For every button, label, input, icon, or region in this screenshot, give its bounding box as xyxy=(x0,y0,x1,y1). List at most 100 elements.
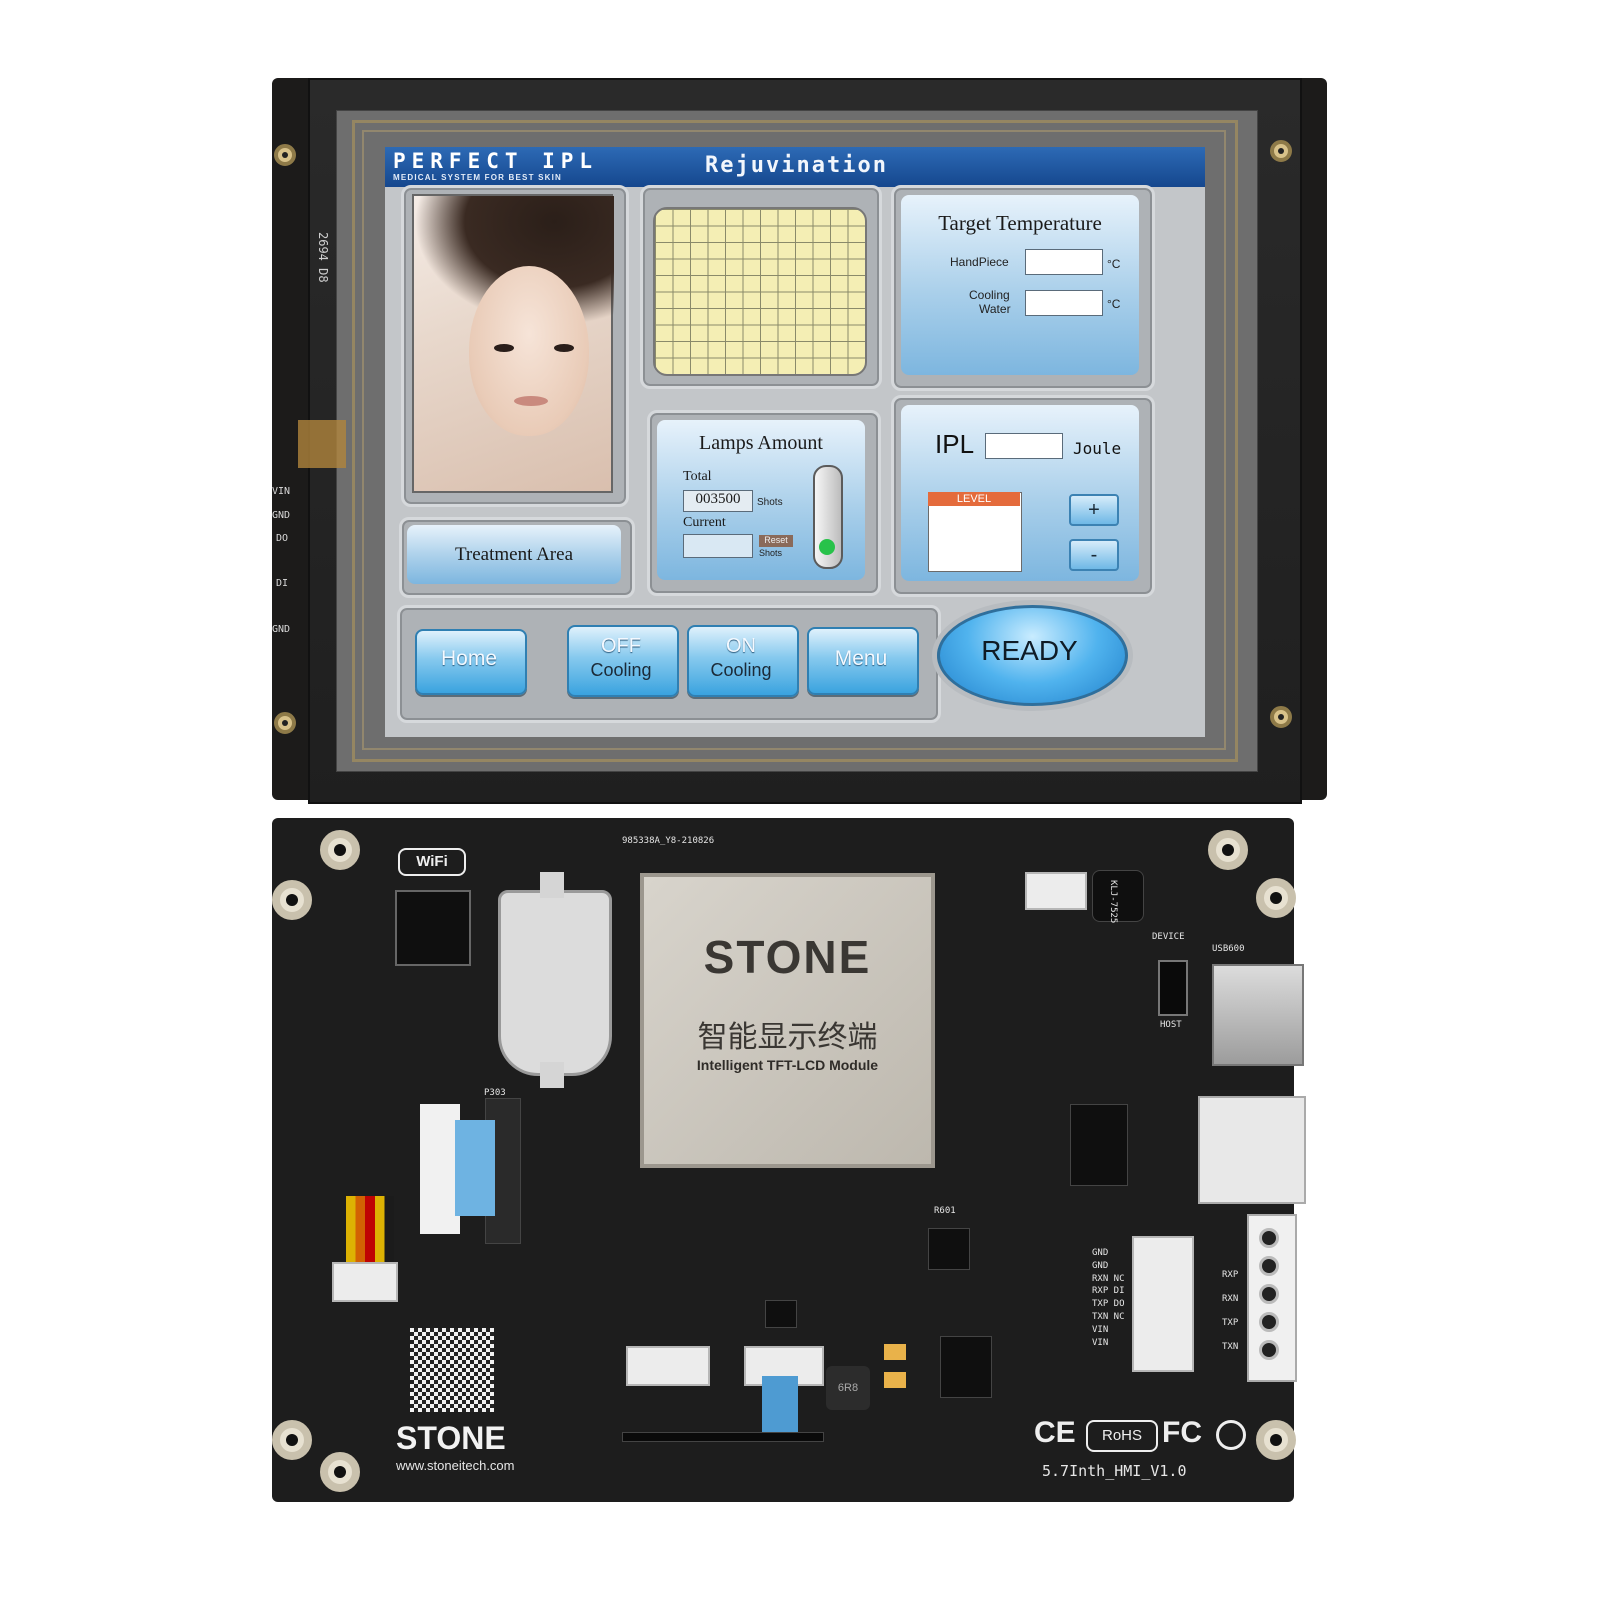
mounting-hole xyxy=(1270,706,1292,728)
lips xyxy=(514,396,548,406)
touch-flex-cable xyxy=(298,420,346,468)
water-label: Water xyxy=(979,302,1011,316)
cooling-water-temp-field[interactable] xyxy=(1025,290,1103,316)
chip-brand: STONE xyxy=(703,931,872,983)
cooling-label: Cooling xyxy=(969,288,1010,302)
flex-cable-blue xyxy=(762,1376,798,1438)
pin-label: GND xyxy=(1092,1260,1109,1271)
pcb-code: 985338A_Y8-210826 xyxy=(622,836,715,846)
reset-shots-label: Shots xyxy=(759,548,783,558)
pin-label: GND xyxy=(1092,1248,1109,1258)
slot xyxy=(622,1432,824,1442)
power-cable xyxy=(346,1196,394,1266)
total-label: Total xyxy=(683,469,712,484)
decrease-level-button[interactable]: - xyxy=(1069,539,1119,571)
power-connector[interactable] xyxy=(332,1262,398,1302)
on-cooling-button[interactable] xyxy=(687,625,799,697)
tantalum-capacitor xyxy=(884,1372,906,1388)
terminal-screw xyxy=(1259,1312,1279,1332)
flex-cable-stiffener xyxy=(455,1120,495,1216)
side-connector xyxy=(1198,1096,1306,1204)
home-button[interactable] xyxy=(415,629,527,695)
host-label: HOST xyxy=(1160,1020,1182,1030)
wifi-chip xyxy=(395,890,471,966)
lamps-title: Lamps Amount xyxy=(699,432,823,454)
board-website: www.stoneitech.com xyxy=(396,1458,515,1473)
ready-button-label: READY xyxy=(981,635,1078,666)
device-host-switch[interactable] xyxy=(1158,960,1188,1016)
header-title: Rejuvination xyxy=(705,153,888,178)
joule-unit: Joule xyxy=(1073,439,1122,458)
mounting-hole xyxy=(272,1420,312,1460)
ipl-joule-field[interactable] xyxy=(985,433,1063,459)
mounting-hole xyxy=(1208,830,1248,870)
target-temperature-title: Target Temperature xyxy=(938,211,1102,235)
off-cooling-button[interactable] xyxy=(567,625,679,697)
reset-button[interactable]: Reset xyxy=(759,535,793,547)
face xyxy=(469,266,589,436)
qr-code xyxy=(410,1328,494,1412)
battery-clip xyxy=(540,872,564,898)
pin-label: VIN xyxy=(1092,1324,1109,1335)
celsius-unit: °C xyxy=(1107,257,1121,271)
pin-label-do: DO xyxy=(276,533,289,544)
tantalum-capacitor xyxy=(884,1344,906,1360)
rohs-mark: RoHS xyxy=(1086,1420,1158,1452)
terminal-screw xyxy=(1259,1256,1279,1276)
pin-label: RXN NC xyxy=(1092,1273,1125,1284)
pin-label-vin: VIN xyxy=(272,486,291,497)
treatment-grid[interactable] xyxy=(653,207,867,376)
ipl-label: IPL xyxy=(935,429,975,459)
mounting-hole xyxy=(1256,878,1296,918)
pin-label-gnd: GND xyxy=(272,510,291,521)
pin-label-gnd-2: GND xyxy=(272,624,291,635)
chip-subtitle: Intelligent TFT-LCD Module xyxy=(696,1057,879,1073)
pin-label-rxn: RXN xyxy=(1222,1294,1239,1304)
screen-header xyxy=(385,147,1205,187)
temperature-panel-inner xyxy=(901,195,1139,375)
usb-port[interactable] xyxy=(1212,964,1304,1066)
ready-button[interactable] xyxy=(937,605,1128,706)
on-cooling-label-line2: Cooling xyxy=(710,660,772,680)
fcc-mark: FC xyxy=(1162,1416,1202,1449)
mounting-hole xyxy=(1256,1420,1296,1460)
terminal-screw xyxy=(1259,1284,1279,1304)
interface-chip xyxy=(1070,1104,1128,1186)
total-shots-value: 003500 xyxy=(683,490,753,512)
eye xyxy=(494,344,514,352)
header-connector xyxy=(1025,872,1087,910)
pin-label-rxp: RXP xyxy=(1222,1270,1239,1280)
header-brand-subtitle: MEDICAL SYSTEM FOR BEST SKIN xyxy=(393,173,563,182)
crystal-label: KLJ-7525 xyxy=(1108,880,1118,924)
header-brand: PERFECT IPL xyxy=(393,149,599,173)
mounting-hole xyxy=(320,1452,360,1492)
mounting-hole xyxy=(272,880,312,920)
off-cooling-label-line1: OFF xyxy=(601,635,641,657)
device-label: DEVICE xyxy=(1152,932,1185,942)
touch-panel-trace xyxy=(362,130,1226,750)
p303-label: P303 xyxy=(484,1088,506,1098)
board-model: 5.7Inth_HMI_V1.0 xyxy=(1042,1462,1187,1480)
small-ic xyxy=(928,1228,970,1270)
off-cooling-label-line2: Cooling xyxy=(590,660,652,680)
board-brand: STONE xyxy=(396,1420,506,1456)
mounting-hole xyxy=(1270,140,1292,162)
handpiece-temp-field[interactable] xyxy=(1025,249,1103,275)
celsius-unit: °C xyxy=(1107,297,1121,311)
treatment-area-button[interactable] xyxy=(407,525,621,584)
serial-connector[interactable] xyxy=(1132,1236,1194,1372)
current-label: Current xyxy=(683,515,726,530)
current-shots-field xyxy=(683,534,753,558)
main-processor-chip xyxy=(640,873,935,1168)
increase-level-button[interactable]: + xyxy=(1069,494,1119,526)
crystal-oscillator xyxy=(1092,870,1144,922)
terminal-screw xyxy=(1259,1228,1279,1248)
pb-free-icon xyxy=(1216,1420,1246,1450)
pin-label: TXP DO xyxy=(1092,1299,1125,1310)
handpiece-label: HandPiece xyxy=(950,255,1009,269)
treatment-area-label: Treatment Area xyxy=(454,544,574,565)
home-button-label: Home xyxy=(440,647,498,670)
pin-label-txn: TXN xyxy=(1222,1342,1239,1352)
level-label: LEVEL xyxy=(928,492,1020,506)
menu-button[interactable] xyxy=(807,627,919,695)
